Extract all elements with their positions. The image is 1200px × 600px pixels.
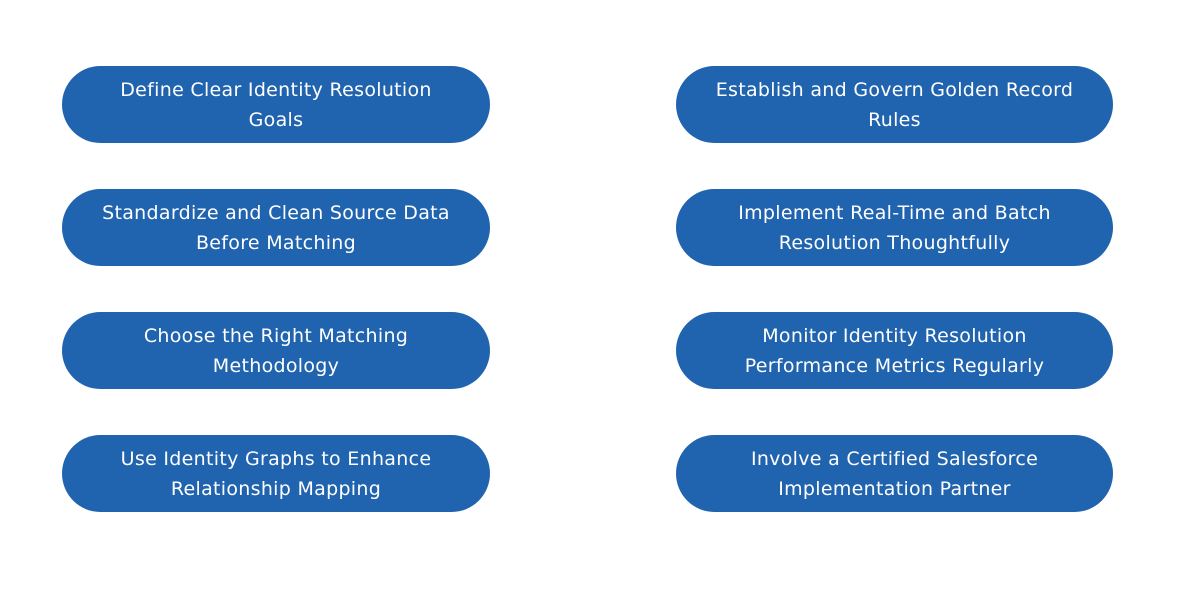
- pill-label: Monitor Identity Resolution Performance …: [744, 324, 1045, 377]
- pill-real-time-batch-resolution: Implement Real-Time and Batch Resolution…: [676, 189, 1113, 266]
- pill-label: Use Identity Graphs to Enhance Relations…: [120, 447, 432, 500]
- pill-grid: Define Clear Identity Resolution Goals E…: [62, 66, 1113, 512]
- pill-label: Standardize and Clean Source Data Before…: [102, 201, 450, 254]
- pill-label: Involve a Certified Salesforce Implement…: [750, 447, 1039, 500]
- pill-matching-methodology: Choose the Right Matching Methodology: [62, 312, 490, 389]
- pill-define-identity-resolution-goals: Define Clear Identity Resolution Goals: [62, 66, 490, 143]
- pill-monitor-performance-metrics: Monitor Identity Resolution Performance …: [676, 312, 1113, 389]
- pill-label: Implement Real-Time and Batch Resolution…: [738, 201, 1051, 254]
- pill-label: Define Clear Identity Resolution Goals: [120, 78, 432, 131]
- pill-govern-golden-record-rules: Establish and Govern Golden Record Rules: [676, 66, 1113, 143]
- pill-label: Establish and Govern Golden Record Rules: [715, 78, 1074, 131]
- pill-identity-graphs-relationship-mapping: Use Identity Graphs to Enhance Relations…: [62, 435, 490, 512]
- pill-label: Choose the Right Matching Methodology: [143, 324, 409, 377]
- pill-certified-salesforce-partner: Involve a Certified Salesforce Implement…: [676, 435, 1113, 512]
- pill-standardize-clean-source-data: Standardize and Clean Source Data Before…: [62, 189, 490, 266]
